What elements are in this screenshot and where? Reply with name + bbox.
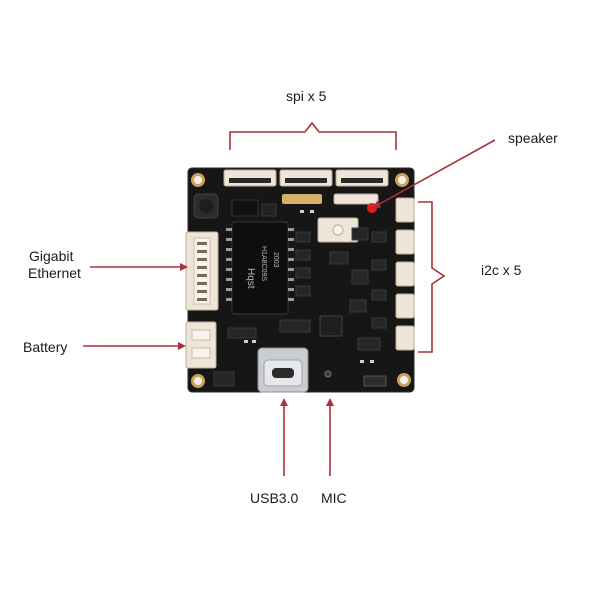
ethernet-connector — [185, 231, 219, 311]
usb-c-connector — [257, 347, 309, 393]
speaker-connector — [317, 217, 359, 243]
pcb-board: Hqst H1A8C09S 2003 — [185, 167, 415, 393]
spi-connector — [335, 169, 389, 187]
i2c-bracket — [418, 201, 446, 353]
speaker-label: speaker — [508, 130, 558, 146]
speaker-arrow — [372, 139, 496, 208]
spi-connector — [279, 169, 333, 187]
gigabit-label-line1: Gigabit — [29, 248, 74, 264]
battery-connector — [185, 321, 217, 369]
spi-label: spi x 5 — [286, 88, 327, 104]
ethernet-transformer-chip: Hqst H1A8C09S 2003 — [226, 221, 294, 315]
mic-hole — [324, 370, 332, 378]
chip-logo: Hqst — [245, 268, 256, 289]
spi-bracket — [229, 121, 397, 150]
speaker-dot — [367, 203, 377, 213]
annotations — [83, 121, 496, 476]
i2c-connectors — [395, 197, 415, 351]
mcu-chip — [319, 315, 343, 337]
i2c-label: i2c x 5 — [481, 262, 522, 278]
battery-label: Battery — [23, 339, 68, 355]
chip-text-1: H1A8C09S — [260, 246, 267, 281]
spi-connector — [223, 169, 277, 187]
gigabit-label-line2: Ethernet — [28, 265, 81, 281]
mic-label: MIC — [321, 490, 347, 506]
chip-text-2: 2003 — [272, 252, 279, 268]
usb-label: USB3.0 — [250, 490, 299, 506]
